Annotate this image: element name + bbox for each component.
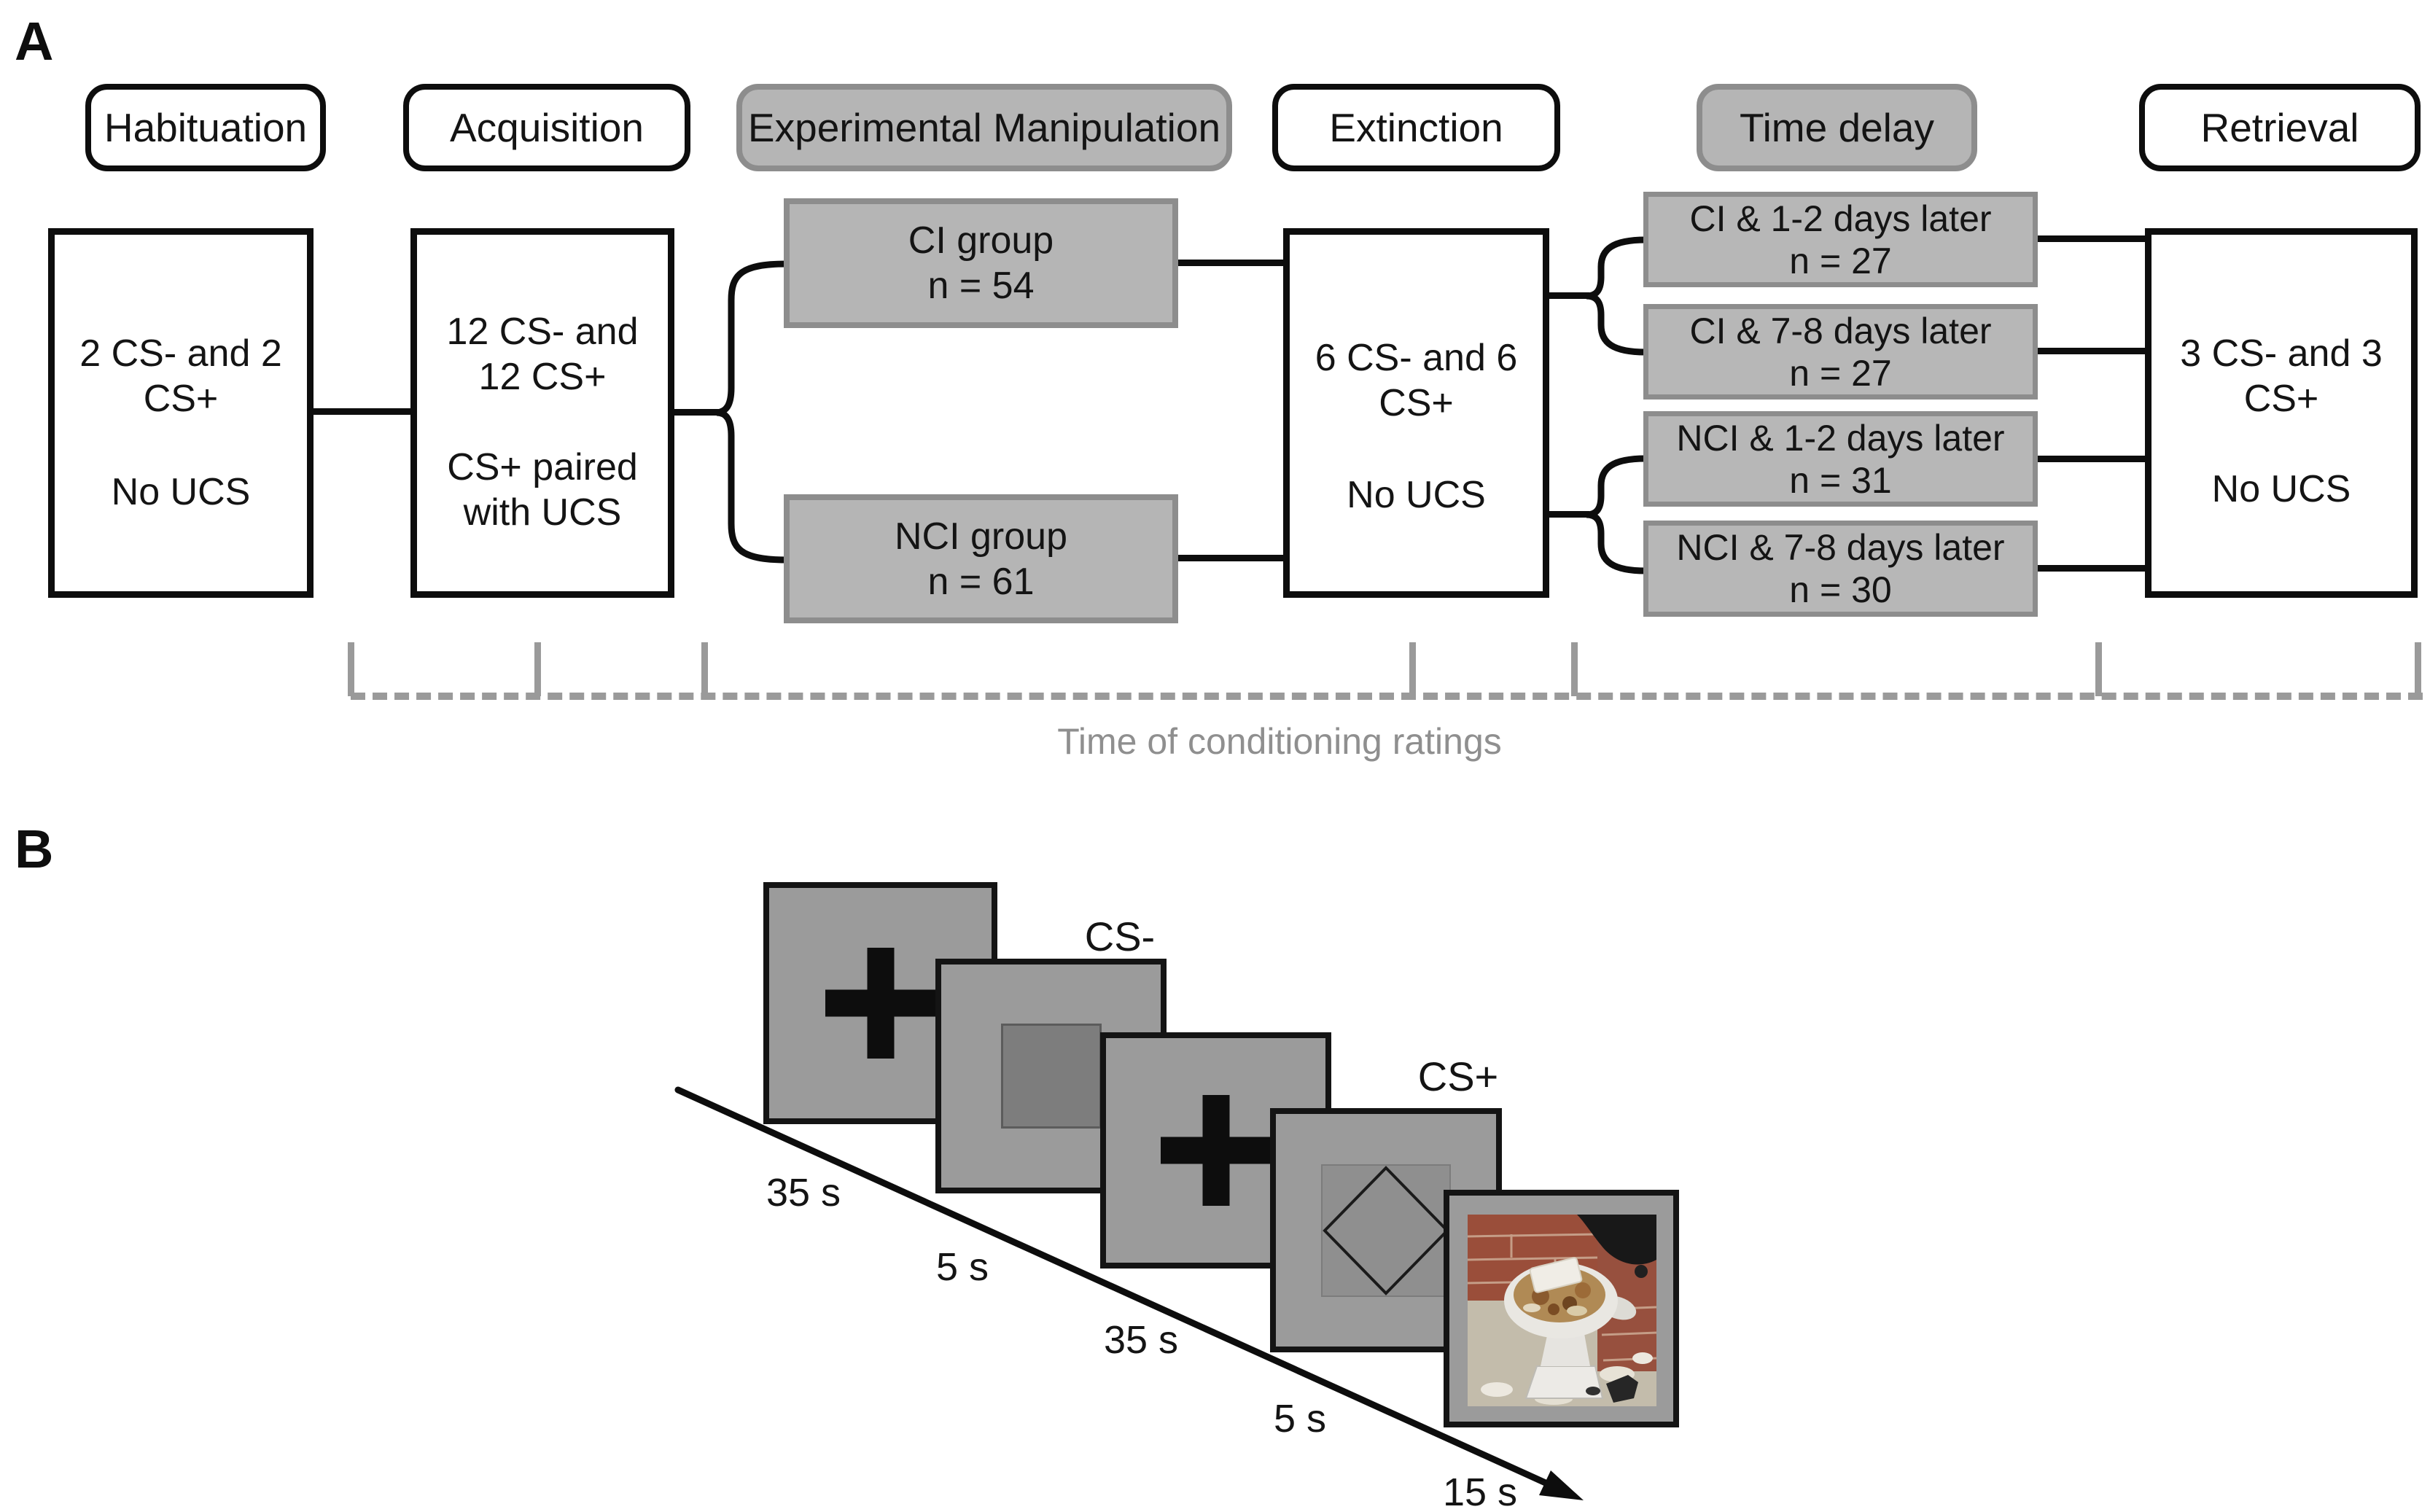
acquisition-line-4: with UCS — [463, 491, 622, 534]
duration-label-2: 5 s — [935, 1245, 989, 1289]
delay-box-3-label: NCI & 1-2 days later — [1676, 417, 2005, 459]
arrowhead-icon — [1539, 1470, 1584, 1500]
header-time-delay: Time delay — [1697, 84, 1977, 171]
retrieval-box: 3 CS- and 3 CS+ No UCS — [2145, 228, 2418, 598]
header-extinction: Extinction — [1272, 84, 1560, 171]
habituation-line-3: No UCS — [111, 471, 251, 513]
acquisition-box: 12 CS- and 12 CS+ CS+ paired with UCS — [410, 228, 674, 598]
extinction-line-2: CS+ — [1379, 382, 1454, 424]
fixation-cross-icon — [867, 948, 894, 1059]
timeline-tick — [2415, 642, 2421, 696]
acquisition-line-1: 12 CS- and — [446, 311, 639, 353]
extinction-box: 6 CS- and 6 CS+ No UCS — [1283, 228, 1549, 598]
retrieval-line-1: 3 CS- and 3 — [2180, 332, 2383, 375]
timeline-tick — [348, 642, 354, 696]
connector-extinction-lower-stem — [1546, 511, 1589, 518]
habituation-box: 2 CS- and 2 CS+ No UCS — [48, 228, 314, 598]
extinction-line-1: 6 CS- and 6 — [1315, 337, 1518, 379]
timeline-tick — [2095, 642, 2102, 696]
duration-label-4: 5 s — [1273, 1397, 1327, 1441]
habituation-line-2: CS+ — [143, 378, 219, 420]
delay-box-3-n: n = 31 — [1789, 459, 1892, 501]
timeline-caption: Time of conditioning ratings — [1057, 721, 1502, 762]
retrieval-line-2: CS+ — [2243, 378, 2319, 420]
ci-group-box: CI group n = 54 — [784, 198, 1178, 328]
habituation-line-1: 2 CS- and 2 — [79, 332, 282, 375]
ci-group-name: CI group — [908, 219, 1054, 262]
acquisition-line-2: 12 CS+ — [478, 356, 607, 398]
cs-plus-square — [1321, 1164, 1451, 1297]
duration-label-5: 15 s — [1442, 1470, 1518, 1512]
connector-habituation-acquisition — [311, 408, 413, 415]
cs-plus-diamond-icon — [1323, 1165, 1449, 1295]
cs-plus-label: CS+ — [1417, 1053, 1499, 1099]
cs-minus-label: CS- — [1084, 913, 1156, 959]
retrieval-line-3: No UCS — [2211, 468, 2351, 510]
connector-nci-extinction — [1175, 555, 1286, 561]
connector-delay1-retrieval — [2034, 235, 2148, 242]
nci-group-box: NCI group n = 61 — [784, 494, 1178, 623]
duration-label-1: 35 s — [766, 1171, 841, 1215]
delay-box-ci-1-2: CI & 1-2 days later n = 27 — [1643, 192, 2038, 287]
delay-box-1-label: CI & 1-2 days later — [1689, 198, 1992, 239]
panel-a-label: A — [15, 11, 54, 71]
ucs-disgust-photo — [1468, 1215, 1656, 1406]
delay-box-4-n: n = 30 — [1789, 569, 1892, 610]
connector-delay2-retrieval — [2034, 348, 2148, 354]
header-experimental-manipulation: Experimental Manipulation — [736, 84, 1232, 171]
timeline-tick — [1409, 642, 1416, 696]
extinction-line-3: No UCS — [1347, 474, 1486, 516]
delay-box-2-label: CI & 7-8 days later — [1689, 310, 1992, 351]
trial-screen-ucs — [1444, 1190, 1679, 1427]
panel-b-label: B — [15, 819, 54, 879]
timeline-tick — [1571, 642, 1578, 696]
delay-box-2-n: n = 27 — [1789, 352, 1892, 394]
delay-box-1-n: n = 27 — [1789, 240, 1892, 281]
fixation-cross-icon — [1202, 1095, 1229, 1206]
connector-acquisition-stem — [674, 409, 720, 416]
trial-arrow-line — [674, 1086, 1551, 1487]
connector-ci-extinction — [1175, 260, 1286, 266]
connector-delay4-retrieval — [2034, 565, 2148, 572]
conditioning-ratings-timeline — [351, 693, 2423, 700]
nci-group-n: n = 61 — [927, 560, 1035, 603]
nci-group-name: NCI group — [895, 515, 1067, 558]
timeline-tick — [534, 642, 541, 696]
cs-minus-square-icon — [1000, 1024, 1102, 1129]
connector-delay3-retrieval — [2034, 456, 2148, 462]
delay-box-ci-7-8: CI & 7-8 days later n = 27 — [1643, 304, 2038, 400]
timeline-tick — [701, 642, 708, 696]
header-retrieval: Retrieval — [2139, 84, 2421, 171]
delay-box-nci-1-2: NCI & 1-2 days later n = 31 — [1643, 411, 2038, 507]
acquisition-line-3: CS+ paired — [447, 446, 638, 488]
connector-extinction-upper-stem — [1546, 292, 1589, 299]
ci-group-n: n = 54 — [927, 265, 1035, 307]
delay-box-nci-7-8: NCI & 7-8 days later n = 30 — [1643, 521, 2038, 617]
duration-label-3: 35 s — [1103, 1318, 1179, 1362]
dirty-toilet-image — [1468, 1215, 1656, 1406]
header-habituation: Habituation — [85, 84, 326, 171]
delay-box-4-label: NCI & 7-8 days later — [1676, 527, 2005, 568]
header-acquisition: Acquisition — [403, 84, 690, 171]
